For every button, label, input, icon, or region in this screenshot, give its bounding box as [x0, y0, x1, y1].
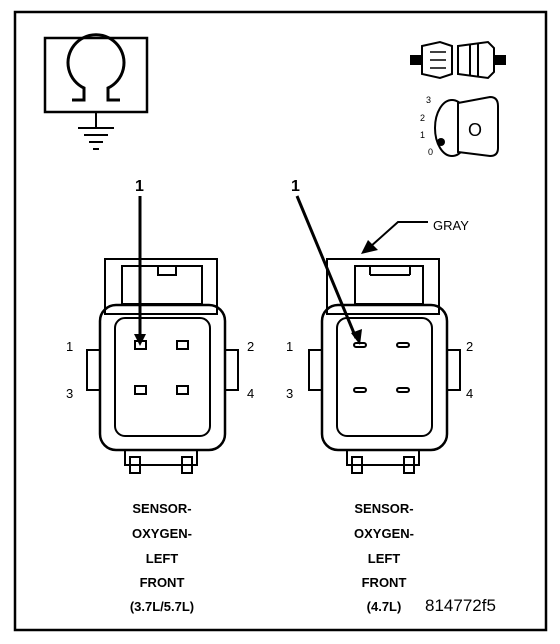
left-callout-number: 1 — [135, 178, 144, 195]
left-caption-line-5: (3.7L/5.7L) — [130, 599, 194, 614]
ignition-position-1: 1 — [420, 130, 425, 140]
right-caption-line-4: FRONT — [362, 575, 407, 590]
left-pin-label-1: 1 — [66, 339, 73, 354]
left-pin-label-3: 3 — [66, 386, 73, 401]
left-pin-label-4: 4 — [247, 386, 254, 401]
right-pin-label-1: 1 — [286, 339, 293, 354]
right-pin-label-4: 4 — [466, 386, 473, 401]
ignition-position-2: 2 — [420, 113, 425, 123]
right-caption-line-1: SENSOR- — [354, 501, 413, 516]
connector-disconnect-icon — [410, 40, 506, 80]
right-pin-label-2: 2 — [466, 339, 473, 354]
left-pin-3 — [134, 385, 147, 395]
gray-color-label: GRAY — [433, 218, 469, 233]
ignition-key-icon: 3 2 1 0 O — [420, 95, 499, 158]
right-pin-2 — [396, 342, 410, 348]
right-pin-4 — [396, 387, 410, 393]
right-connector: 1 1 2 3 4 GRAY SENSOR- OXYGEN- LEFT FRON… — [286, 178, 473, 614]
left-caption-line-4: FRONT — [140, 575, 185, 590]
right-callout-number: 1 — [291, 178, 300, 195]
left-caption-line-2: OXYGEN- — [132, 526, 192, 541]
left-caption-line-1: SENSOR- — [132, 501, 191, 516]
right-caption-line-3: LEFT — [368, 551, 401, 566]
right-caption-line-5: (4.7L) — [367, 599, 402, 614]
key-label: O — [468, 120, 482, 140]
diagram-frame — [13, 10, 548, 632]
left-caption-line-3: LEFT — [146, 551, 179, 566]
right-pin-3 — [353, 387, 367, 393]
right-caption-line-2: OXYGEN- — [354, 526, 414, 541]
left-pin-2 — [176, 340, 189, 350]
left-pin-label-2: 2 — [247, 339, 254, 354]
left-pin-4 — [176, 385, 189, 395]
ignition-position-3: 3 — [426, 95, 431, 105]
figure-id: 814772f5 — [425, 596, 496, 615]
left-connector: 1 1 2 3 4 SENSOR- OXYGEN- LEFT FRONT (3.… — [66, 178, 254, 614]
ohm-ground-icon — [43, 33, 149, 150]
right-pin-label-3: 3 — [286, 386, 293, 401]
ignition-position-0: 0 — [428, 147, 433, 157]
